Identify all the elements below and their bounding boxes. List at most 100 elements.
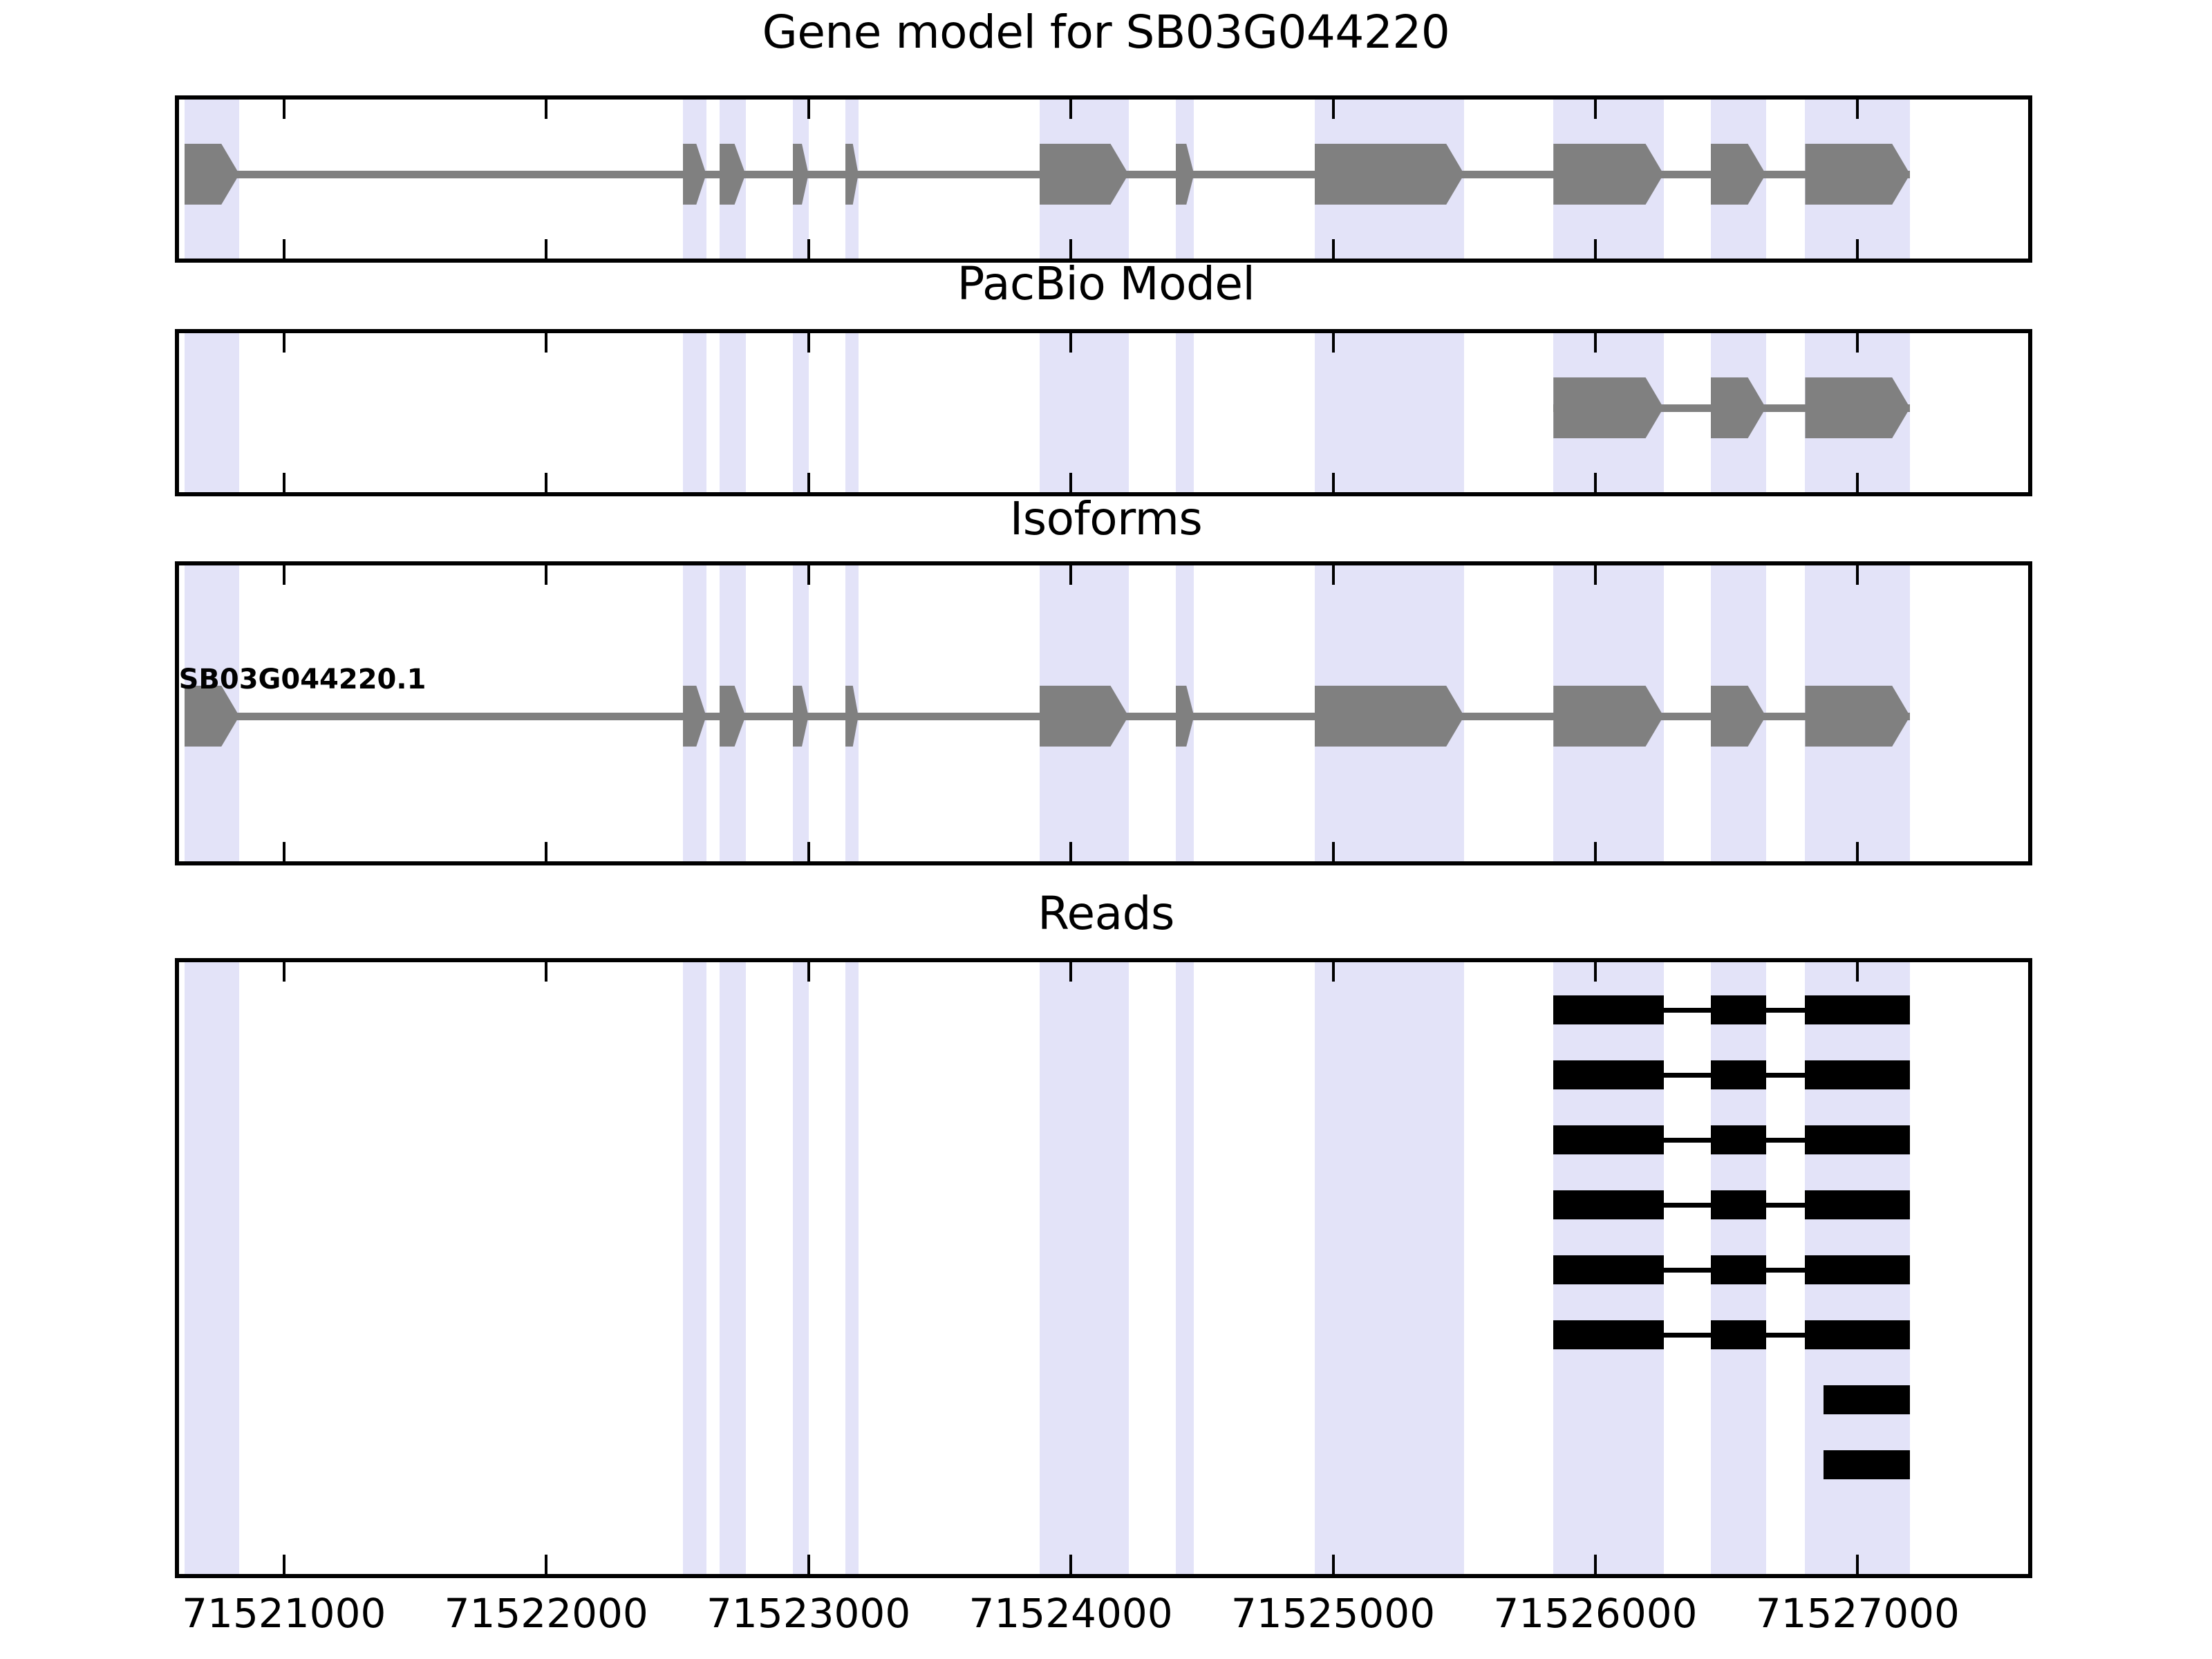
- axis-tick: [545, 962, 548, 982]
- exon-block: [1039, 686, 1129, 747]
- exon-block: [792, 686, 809, 747]
- highlight-band: [792, 333, 809, 492]
- x-tick-label: 71521000: [182, 1590, 386, 1637]
- read-block: [1553, 1060, 1664, 1089]
- axis-tick: [1331, 1555, 1335, 1574]
- exon-block: [1039, 144, 1129, 205]
- axis-tick: [282, 473, 285, 492]
- axis-tick: [807, 333, 810, 353]
- read-block: [1824, 1450, 1911, 1479]
- read-block: [1805, 1060, 1911, 1089]
- read-block: [1710, 1060, 1766, 1089]
- highlight-band: [1039, 333, 1129, 492]
- axis-tick: [1593, 962, 1597, 982]
- axis-tick: [1069, 473, 1073, 492]
- axis-tick: [282, 239, 285, 259]
- panel-reads: [175, 958, 2032, 1578]
- axis-tick: [807, 473, 810, 492]
- read-block: [1805, 1125, 1911, 1154]
- read-block: [1710, 1320, 1766, 1349]
- highlight-band: [792, 962, 809, 1574]
- axis-tick: [1856, 473, 1859, 492]
- x-tick-label: 71523000: [706, 1590, 911, 1637]
- axis-tick: [1593, 1555, 1597, 1574]
- plot-area-pacbio-model: [179, 333, 2028, 492]
- axis-tick: [1069, 565, 1073, 585]
- highlight-band: [1175, 333, 1194, 492]
- axis-tick: [1856, 239, 1859, 259]
- highlight-band: [719, 333, 746, 492]
- axis-tick: [545, 100, 548, 119]
- axis-tick: [545, 333, 548, 353]
- highlight-band: [1039, 962, 1129, 1574]
- panel-title-pacbio-model: PacBio Model: [957, 257, 1255, 310]
- highlight-band: [1314, 333, 1465, 492]
- highlight-band: [682, 962, 706, 1574]
- axis-tick: [1856, 333, 1859, 353]
- axis-tick: [1856, 565, 1859, 585]
- exon-block: [1805, 686, 1911, 747]
- read-block: [1805, 995, 1911, 1024]
- read-block: [1553, 1190, 1664, 1219]
- exon-block: [845, 686, 859, 747]
- isoform-label: SB03G044220.1: [178, 664, 427, 695]
- panel-title-isoforms: Isoforms: [1009, 492, 1203, 545]
- axis-tick: [1331, 239, 1335, 259]
- axis-tick: [1069, 1555, 1073, 1574]
- axis-tick: [1069, 962, 1073, 982]
- panel-isoforms: SB03G044220.1: [175, 561, 2032, 865]
- axis-tick: [282, 962, 285, 982]
- exon-block: [1314, 144, 1465, 205]
- axis-tick: [1331, 333, 1335, 353]
- plot-area-reads: [179, 962, 2028, 1574]
- axis-tick: [807, 962, 810, 982]
- axis-tick: [545, 565, 548, 585]
- axis-tick: [1856, 100, 1859, 119]
- exon-block: [1314, 686, 1465, 747]
- read-block: [1805, 1255, 1911, 1284]
- panel-pacbio-model: [175, 329, 2032, 496]
- axis-tick: [1331, 962, 1335, 982]
- highlight-band: [719, 962, 746, 1574]
- read-block: [1710, 1255, 1766, 1284]
- plot-area-isoforms: SB03G044220.1: [179, 565, 2028, 861]
- axis-tick: [807, 842, 810, 861]
- axis-tick: [282, 565, 285, 585]
- highlight-band: [845, 962, 859, 1574]
- read-block: [1553, 995, 1664, 1024]
- read-block: [1553, 1320, 1664, 1349]
- highlight-band: [1314, 962, 1465, 1574]
- read-block: [1710, 995, 1766, 1024]
- axis-tick: [1593, 565, 1597, 585]
- axis-tick: [1331, 565, 1335, 585]
- axis-tick: [1069, 842, 1073, 861]
- x-tick-label: 71522000: [444, 1590, 648, 1637]
- exon-block: [845, 144, 859, 205]
- plot-area-gene-model: [179, 100, 2028, 259]
- x-tick-label: 71526000: [1493, 1590, 1698, 1637]
- axis-tick: [282, 842, 285, 861]
- exon-block: [1553, 144, 1664, 205]
- exon-block: [1805, 377, 1911, 438]
- exon-block: [792, 144, 809, 205]
- highlight-band: [845, 333, 859, 492]
- read-block: [1710, 1190, 1766, 1219]
- axis-tick: [545, 842, 548, 861]
- panel-title-gene-model: Gene model for SB03G044220: [762, 6, 1450, 59]
- axis-tick: [545, 473, 548, 492]
- axis-tick: [807, 565, 810, 585]
- axis-tick: [1593, 473, 1597, 492]
- axis-tick: [1593, 239, 1597, 259]
- axis-tick: [1331, 473, 1335, 492]
- highlight-band: [184, 962, 240, 1574]
- x-tick-label: 71525000: [1230, 1590, 1436, 1637]
- axis-tick: [282, 100, 285, 119]
- axis-tick: [1593, 842, 1597, 861]
- read-block: [1553, 1255, 1664, 1284]
- highlight-band: [1175, 962, 1194, 1574]
- read-block: [1805, 1320, 1911, 1349]
- axis-tick: [545, 1555, 548, 1574]
- axis-tick: [1593, 333, 1597, 353]
- axis-tick: [807, 100, 810, 119]
